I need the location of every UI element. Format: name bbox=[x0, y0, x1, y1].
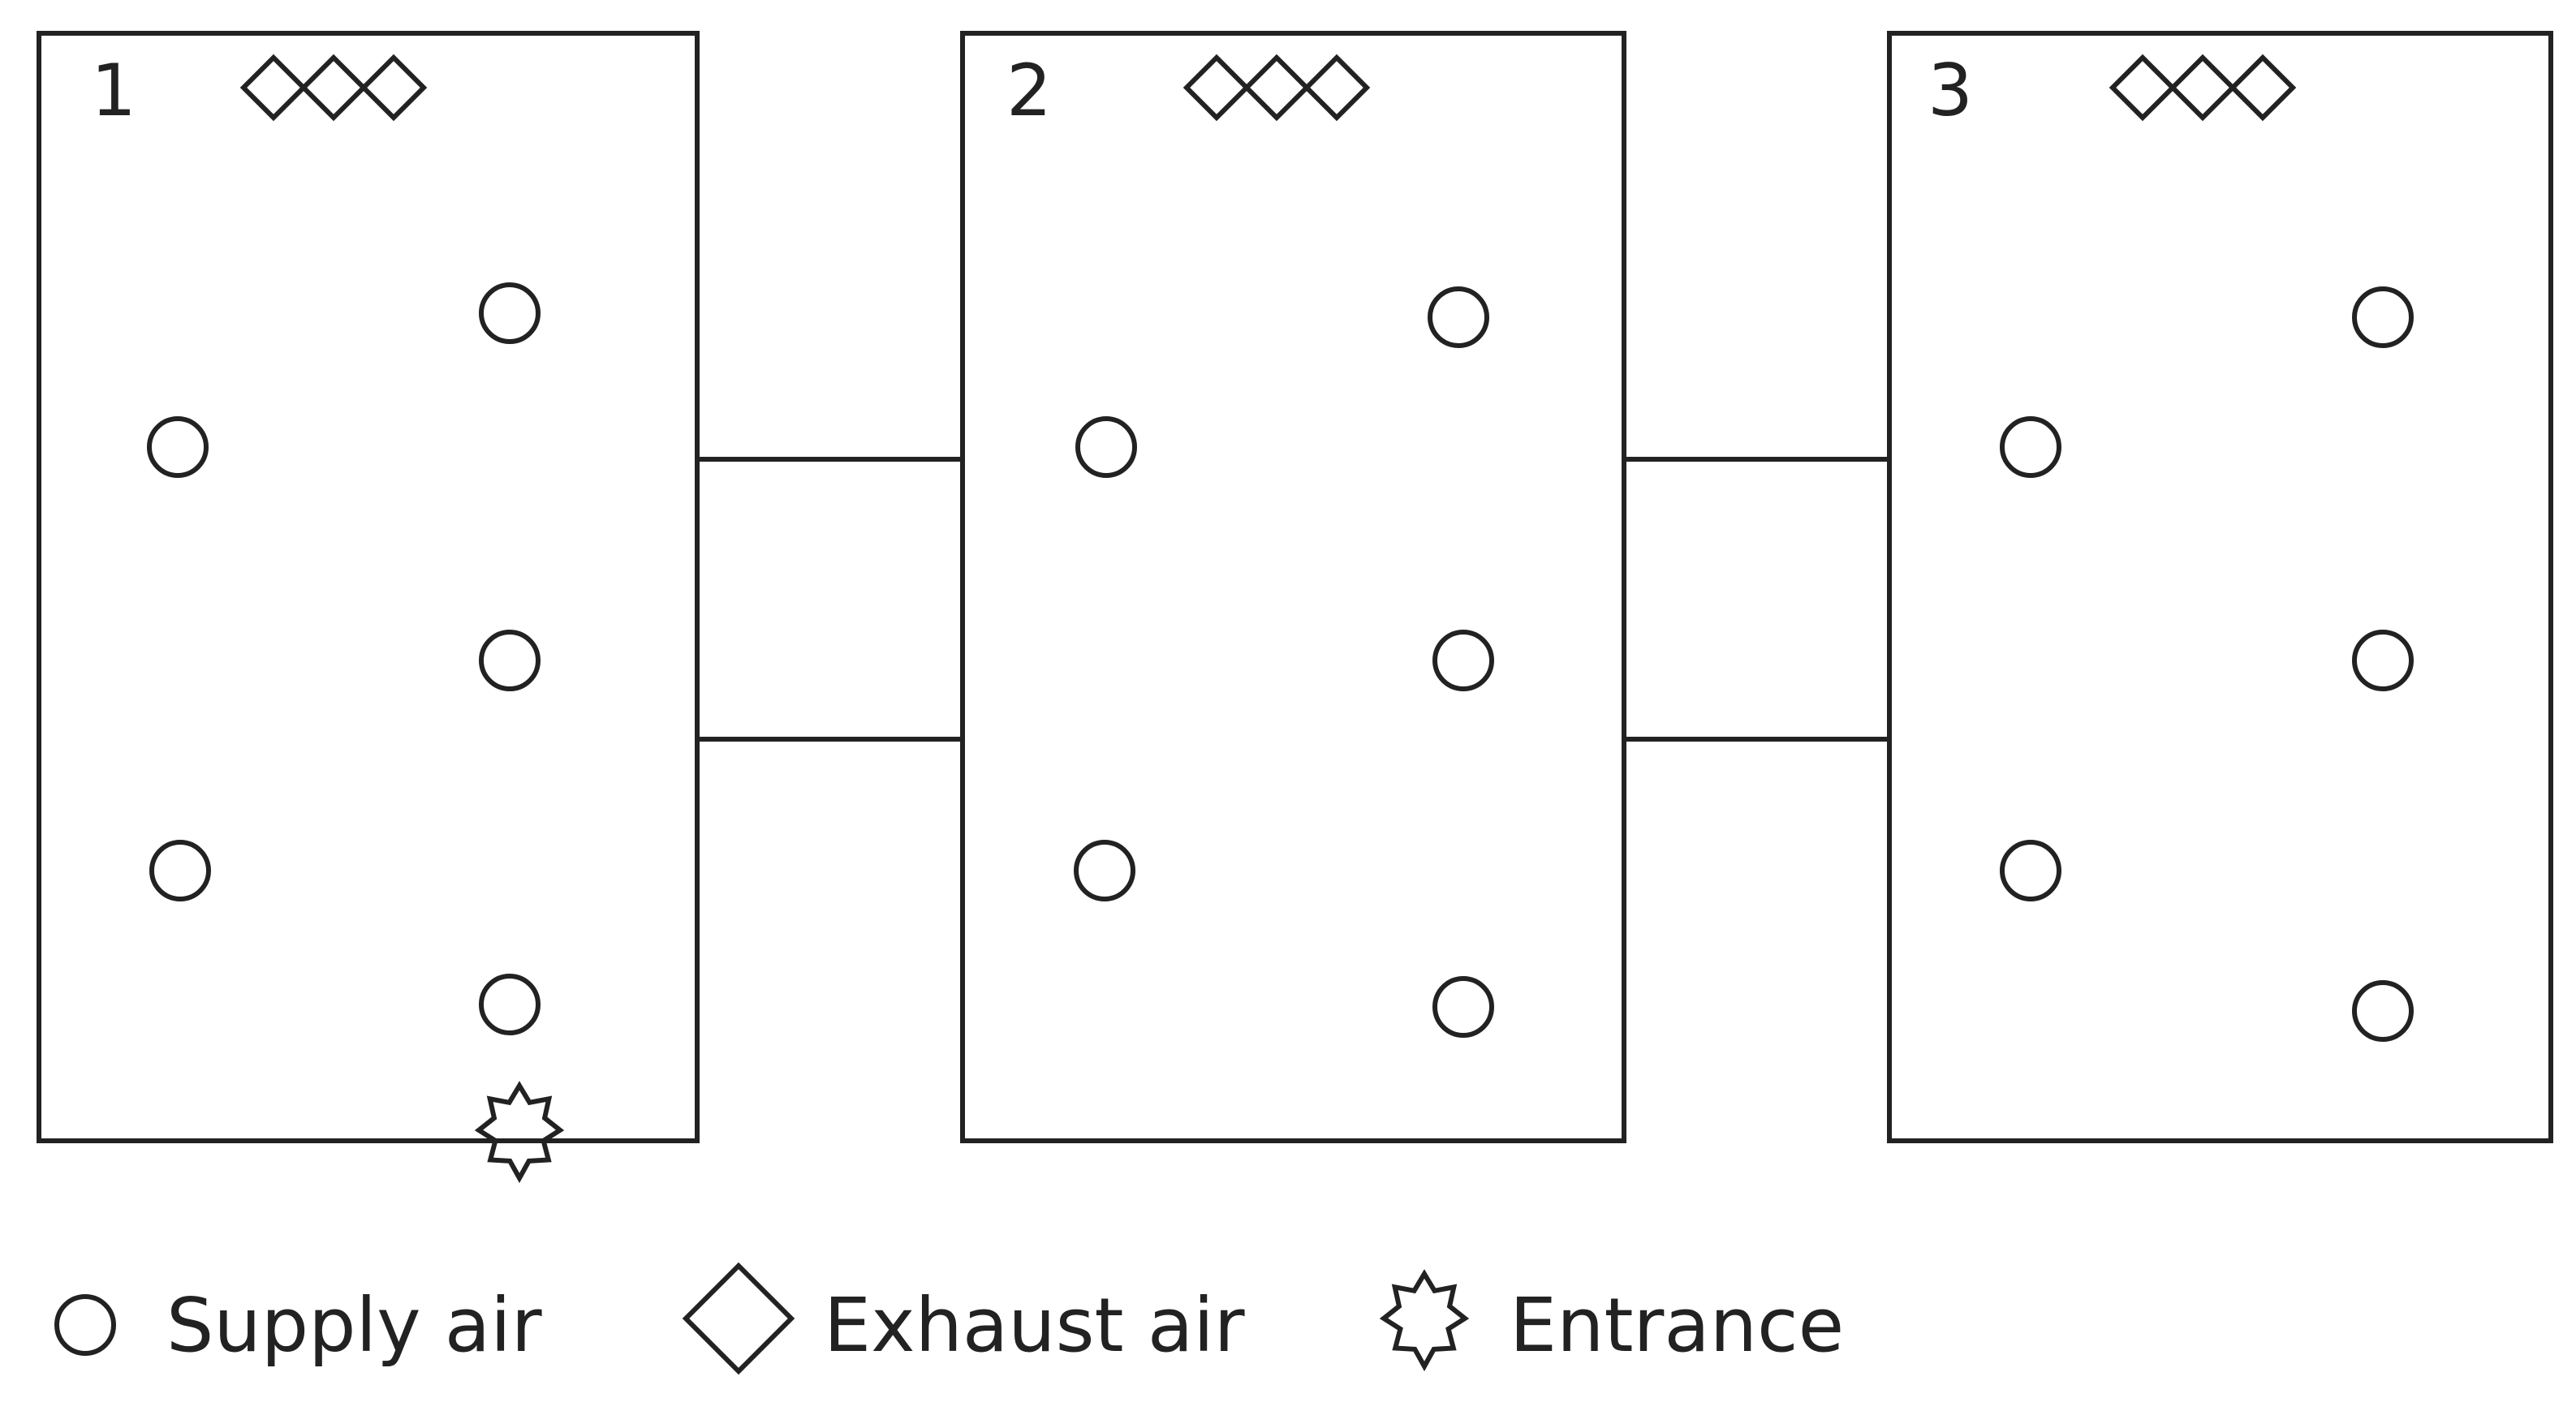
legend-label-supply-air: Supply air bbox=[166, 1282, 542, 1369]
supply-air-icon bbox=[54, 1294, 116, 1356]
supply-air-icon bbox=[1432, 630, 1494, 691]
legend-item-entrance: Entrance bbox=[1379, 1269, 1844, 1372]
room-3-outline bbox=[1887, 31, 2553, 1143]
room-3-exhaust-air-icons bbox=[2109, 54, 2297, 122]
exhaust-air-icon bbox=[682, 1262, 795, 1375]
legend-item-exhaust-air: Exhaust air bbox=[682, 1262, 1245, 1375]
corridor-2-3 bbox=[1624, 457, 1889, 742]
entrance-icon bbox=[1379, 1269, 1470, 1372]
room-1: 1 bbox=[37, 31, 700, 1184]
legend-item-supply-air: Supply air bbox=[54, 1282, 542, 1369]
room-2-exhaust-air-icons bbox=[1182, 54, 1371, 122]
exhaust-air-icon bbox=[299, 54, 368, 122]
exhaust-air-icon bbox=[2229, 54, 2297, 122]
supply-air-icon bbox=[149, 840, 211, 901]
room-2: 2 bbox=[960, 31, 1626, 1143]
legend-label-entrance: Entrance bbox=[1510, 1282, 1844, 1369]
supply-air-icon bbox=[2000, 416, 2061, 478]
room-3-supply-air-icons bbox=[2000, 286, 2414, 1042]
supply-air-icon bbox=[2352, 980, 2414, 1042]
supply-air-icon bbox=[2000, 840, 2061, 901]
room-2-outline bbox=[960, 31, 1626, 1143]
supply-air-icon bbox=[479, 630, 541, 691]
exhaust-air-icon bbox=[1182, 54, 1251, 122]
exhaust-air-icon bbox=[360, 54, 428, 122]
supply-air-icon bbox=[1074, 840, 1135, 901]
exhaust-air-icon bbox=[2109, 54, 2177, 122]
supply-air-icon bbox=[1428, 286, 1489, 348]
supply-air-icon bbox=[479, 282, 541, 344]
exhaust-air-icon bbox=[1303, 54, 1371, 122]
room-3-label: 3 bbox=[1928, 49, 1973, 132]
room-3: 3 bbox=[1887, 31, 2553, 1143]
supply-air-icon bbox=[147, 416, 209, 478]
supply-air-icon bbox=[2352, 286, 2414, 348]
legend: Supply air Exhaust air Entrance bbox=[54, 1262, 1844, 1375]
room-2-supply-air-icons bbox=[1074, 286, 1494, 1038]
legend-label-exhaust-air: Exhaust air bbox=[824, 1282, 1245, 1369]
exhaust-air-icon bbox=[1243, 54, 1311, 122]
room-1-exhaust-air-icons bbox=[239, 54, 428, 122]
corridor-1-2 bbox=[697, 457, 963, 742]
supply-air-icon bbox=[1075, 416, 1137, 478]
room-2-label: 2 bbox=[1006, 49, 1052, 132]
supply-air-icon bbox=[1432, 976, 1494, 1038]
exhaust-air-icon bbox=[239, 54, 308, 122]
exhaust-air-icon bbox=[2169, 54, 2237, 122]
room-1-outline bbox=[37, 31, 700, 1143]
room-1-label: 1 bbox=[91, 49, 136, 132]
entrance-icon bbox=[474, 1081, 565, 1184]
supply-air-icon bbox=[479, 974, 541, 1035]
supply-air-icon bbox=[2352, 630, 2414, 691]
room-1-supply-air-icons bbox=[147, 282, 541, 1035]
